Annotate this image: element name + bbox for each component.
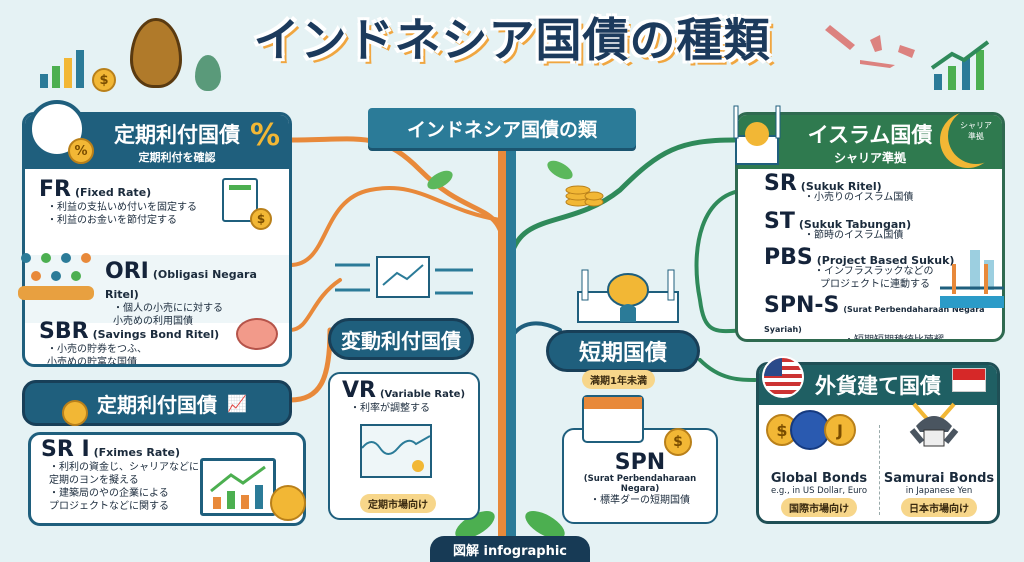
bullet: ・利益の支払いめ付いを固定する (47, 202, 197, 213)
global-bonds-title: Global Bonds (770, 471, 868, 486)
panel-title: 定期利付国債 (114, 123, 240, 147)
people-group-icon (16, 250, 98, 300)
panel-title: 定期利付国債 (97, 392, 218, 417)
bond-code: PBS (764, 245, 813, 270)
bullet: ・標準ダーの短期国債 (590, 495, 690, 506)
dollar-coin-icon: $ (92, 68, 116, 92)
bullet: 定期のヨンを擬える (49, 475, 139, 486)
laptop-chart-icon (200, 458, 276, 516)
bond-name: (Sukuk Ritel) (800, 180, 882, 193)
fixed-rate-header-2: 定期利付国債 📈 (22, 380, 292, 426)
bond-name: (Sukuk Tabungan) (798, 218, 912, 231)
mosque-icon (568, 262, 688, 326)
panel-subtitle: 定期利付を確認 (138, 151, 216, 164)
bullet: ・インフラスラックなどの (814, 266, 934, 277)
bond-name: (Fixed Rate) (74, 186, 152, 199)
growth-chart-icon (930, 38, 994, 98)
percent-coin-icon: % (68, 138, 94, 164)
chart-up-icon: 📈 (227, 393, 247, 413)
footer-label: 図解 infographic (430, 536, 590, 562)
bond-code: SPN-S (764, 293, 840, 318)
bar-chart-icon (40, 50, 84, 88)
global-bonds-desc: e.g., in US Dollar, Euro (770, 486, 868, 496)
piggy-bank-icon (236, 318, 278, 350)
dollar-coin-icon: $ (250, 208, 272, 230)
bond-name: (Surat Perbendaharaan Negara Syariah) (764, 305, 985, 334)
indonesia-map-icon (820, 20, 920, 75)
bond-name: (Project Based Sukuk) (816, 254, 955, 267)
bullet: 小売めの利用国債 (113, 316, 193, 327)
moon-label: シャリア準拠 (960, 121, 992, 141)
certificate-chart-icon (360, 424, 432, 478)
short-term-header: 短期国債 (546, 330, 700, 372)
bullet: 小売めの貯富な国債 (47, 357, 137, 367)
coin-arrow-icon (270, 485, 306, 521)
bond-name: (Obligasi Negara Ritel) (105, 268, 257, 301)
bullet: ・利益のお金いを節付定する (47, 215, 177, 226)
bond-code: ST (764, 209, 795, 234)
panel-subtitle: シャリア準拠 (833, 150, 906, 165)
samurai-helmet-icon (908, 402, 960, 452)
bullet: プロジェクトなどに関する (49, 501, 169, 512)
ornament-icon (195, 55, 221, 91)
short-term-panel: SPN (Surat Perbendaharaan Negara) ・標準ダーの… (562, 428, 718, 524)
indonesia-flag-icon (952, 368, 986, 392)
bond-code: SR (764, 171, 797, 196)
bullet: ・建築局のやの企業による (49, 488, 169, 499)
rate-arrows-icon (335, 255, 475, 305)
bullet: ・利率が調整する (350, 403, 430, 414)
bond-code: SR I (41, 437, 90, 462)
bond-name: (Surat Perbendaharaan Negara) (583, 474, 697, 494)
panel-title: イスラム国債 (807, 122, 933, 147)
page-title: インドネシア国債の種類 (253, 13, 771, 67)
samurai-bonds-title: Samurai Bonds (883, 471, 995, 486)
percent-arrow-icon: % (250, 118, 281, 153)
samurai-bonds-desc: in Japanese Yen (905, 486, 973, 496)
coin-stack-icon (564, 168, 604, 208)
bond-code: FR (39, 177, 71, 202)
trunk-teal (506, 148, 516, 540)
bond-code: VR (342, 378, 376, 403)
bond-name: (Fximes Rate) (93, 446, 180, 459)
center-ribbon: インドネシア国債の類 (368, 108, 636, 148)
calendar-icon (582, 395, 644, 443)
wayang-ornament-icon (130, 18, 182, 88)
yen-coin-icon: J (824, 414, 856, 446)
bond-code: SPN (614, 450, 666, 475)
bond-code: ORI (105, 259, 149, 284)
bullet: ・個人の小売にに対する (113, 303, 223, 314)
us-flag-icon (762, 356, 804, 398)
bullet: ・利利の資金じ、シャリアなどに (49, 462, 199, 473)
maturity-badge: 満期1年未満 (582, 370, 655, 389)
market-tag: 日本市場向け (901, 498, 977, 517)
trunk-orange (498, 148, 506, 540)
market-tag: 国際市場向け (781, 498, 857, 517)
bullet: ・小売の貯券をつふ、 (47, 344, 147, 355)
bond-name: (Savings Bond Ritel) (92, 328, 220, 341)
market-tag: 定期市場向け (360, 494, 436, 513)
bond-name: (Variable Rate) (379, 389, 466, 400)
mosque-icon (732, 100, 782, 166)
variable-rate-panel: VR(Variable Rate) ・利率が調整する 定期市場向け (328, 372, 480, 520)
bridge-city-icon (940, 250, 1004, 310)
bond-code: SBR (39, 319, 89, 344)
bullet: ・短期短期積統比殖耀 (844, 335, 944, 342)
dollar-coin-icon: $ (664, 428, 692, 456)
coin-icon (62, 400, 88, 426)
variable-rate-header: 変動利付国債 (328, 318, 474, 360)
bullet: ・節時のイスラム国債 (804, 230, 904, 241)
bullet: ・小売りのイスラム国債 (804, 192, 914, 203)
bullet: プロジェクトに連動する (820, 279, 930, 290)
panel-title: 外貨建て国債 (815, 374, 941, 398)
